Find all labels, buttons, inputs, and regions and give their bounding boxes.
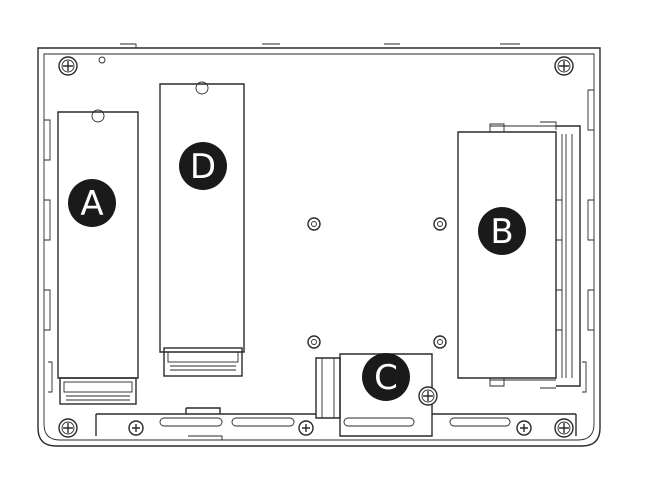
screw-icon — [58, 418, 78, 438]
label-d-text: D — [190, 147, 216, 187]
screw-icon — [58, 56, 78, 76]
standoff-icon — [433, 217, 447, 231]
screw-icon — [554, 418, 574, 438]
m2-slot-d — [159, 81, 245, 377]
screw-icon — [554, 56, 574, 76]
bottom-bracket — [95, 407, 577, 440]
sodimm-slot-b — [457, 121, 581, 389]
standoff-icon — [433, 335, 447, 349]
standoffs — [307, 217, 447, 349]
label-a-text: A — [80, 184, 103, 224]
standoff-icon — [307, 217, 321, 231]
corner-screws — [58, 56, 574, 438]
label-badge-c: C — [362, 353, 410, 401]
standoff-icon — [307, 335, 321, 349]
label-badge-b: B — [478, 207, 526, 255]
screw-icon — [128, 420, 144, 436]
label-c-text: C — [374, 358, 398, 398]
m2-slot-a — [57, 109, 139, 405]
module-slot-c — [315, 353, 438, 437]
label-badge-d: D — [179, 142, 227, 190]
screw-icon — [298, 420, 314, 436]
screw-icon — [418, 386, 438, 406]
screw-icon — [516, 420, 532, 436]
label-b-text: B — [490, 212, 513, 252]
chassis-outline — [37, 43, 601, 447]
label-badge-a: A — [68, 179, 116, 227]
